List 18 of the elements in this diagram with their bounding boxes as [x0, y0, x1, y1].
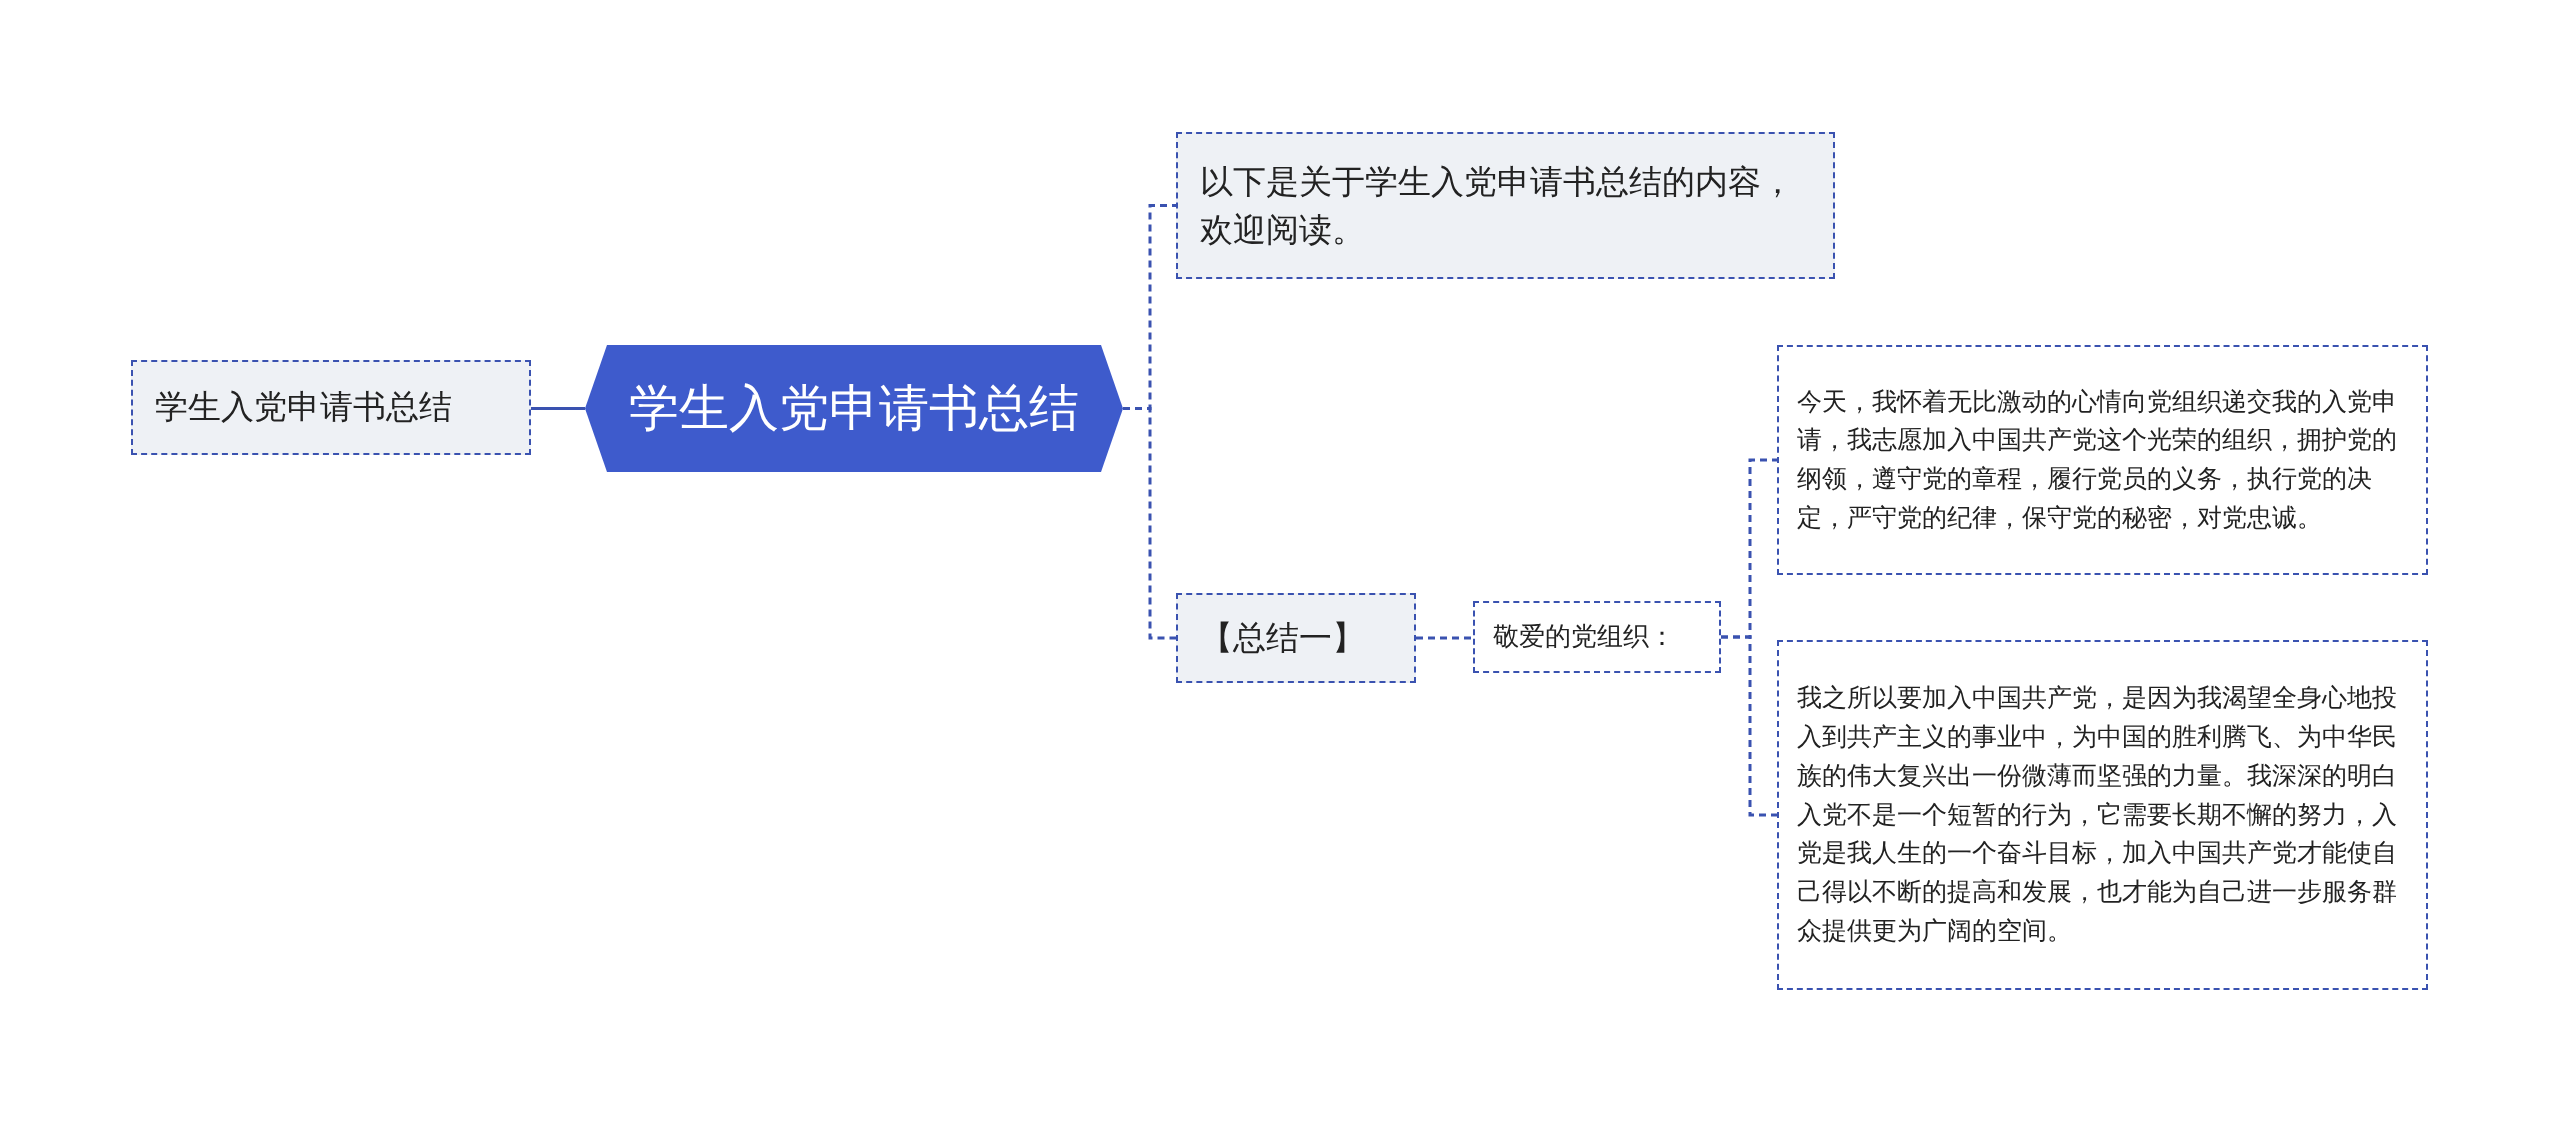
topic-text: 学生入党申请书总结 [155, 386, 452, 429]
connector-line [531, 407, 585, 410]
connector-line [1721, 635, 1777, 817]
connector-line [1416, 636, 1473, 640]
topic-text: 敬爱的党组织： [1493, 620, 1675, 654]
text-box [1777, 345, 2428, 575]
topic-box [1473, 601, 1721, 673]
topic-text: 以下是关于学生入党申请书总结的内容，欢迎阅读。 [1200, 160, 1795, 251]
text-box [1777, 640, 2428, 990]
topic-box [131, 360, 531, 455]
central-topic [585, 345, 1123, 472]
topic-text: 今天，我怀着无比激动的心情向党组织递交我的入党申请，我志愿加入中国共产党这个光荣的组织，拥护党的纲领，遵守党的章程，履行党员的义务，执行党的决定，严守党的纪律，保守党的秘密，对党忠诚。 [1797, 385, 2398, 534]
topic-box [1176, 593, 1416, 683]
topic-text: 【总结一】 [1200, 616, 1365, 659]
central-topic-text: 学生入党申请书总结 [629, 378, 1079, 439]
connector-line [1123, 407, 1176, 640]
topic-text: 我之所以要加入中国共产党，是因为我渴望全身心地投入到共产主义的事业中，为中国的胜利腾飞、为中华民族的伟大复兴出一份微薄而坚强的力量。我深深的明白入党不是一个短暂的行为，它需要长期不懈的努力，入党是我人生的一个奋斗目标，加入中国共产党才能使自己得以不断的提高和发展，也才能为自己进一步服务群众提供更为广阔的空间。 [1797, 682, 2398, 947]
topic-box [1176, 132, 1835, 279]
